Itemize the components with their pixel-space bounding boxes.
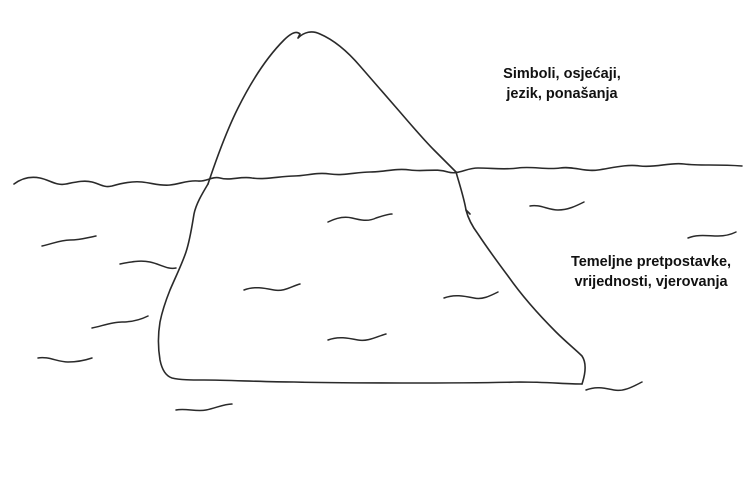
below-water-label: Temeljne pretpostavke, vrijednosti, vjer… bbox=[556, 252, 746, 292]
wave-8 bbox=[328, 334, 386, 340]
waterline bbox=[14, 164, 742, 187]
wave-2 bbox=[120, 261, 176, 268]
below-water-label-line1: Temeljne pretpostavke, bbox=[556, 252, 746, 272]
wave-3 bbox=[92, 316, 148, 328]
below-water-label-line2: vrijednosti, vjerovanja bbox=[556, 272, 746, 292]
wave-5 bbox=[176, 404, 232, 411]
wave-11 bbox=[688, 232, 736, 238]
wave-10 bbox=[530, 202, 584, 210]
above-water-label: Simboli, osjećaji, jezik, ponašanja bbox=[492, 64, 632, 104]
iceberg-tip bbox=[208, 32, 456, 184]
above-water-label-line1: Simboli, osjećaji, bbox=[492, 64, 632, 84]
wave-9 bbox=[444, 292, 498, 299]
wave-4 bbox=[38, 358, 92, 362]
wave-6 bbox=[328, 214, 392, 222]
above-water-label-line2: jezik, ponašanja bbox=[492, 84, 632, 104]
iceberg-body bbox=[159, 184, 583, 384]
wave-7 bbox=[244, 284, 300, 290]
wave-1 bbox=[42, 236, 96, 246]
wave-12 bbox=[586, 382, 642, 390]
